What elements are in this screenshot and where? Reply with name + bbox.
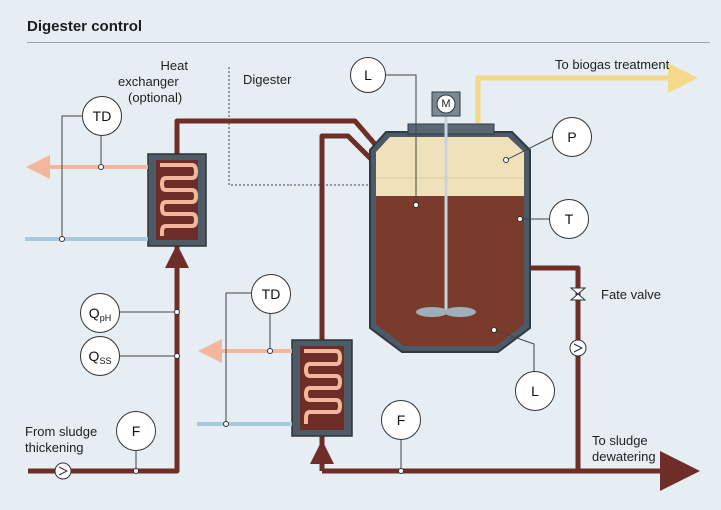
- level-instrument-bottom: L: [515, 371, 555, 411]
- title-divider: [27, 42, 710, 43]
- pump-right-icon: [569, 339, 587, 357]
- td-instrument-top: TD: [82, 96, 122, 136]
- qss-main: Q: [88, 348, 100, 364]
- tap-points: [59, 157, 523, 474]
- flow-instrument-left: F: [116, 411, 156, 451]
- fate-valve-label: Fate valve: [601, 287, 661, 302]
- level-bottom-label: L: [531, 383, 539, 399]
- level-top-label: L: [364, 67, 372, 83]
- recirc-up-pipe: [319, 133, 374, 340]
- pressure-label: P: [567, 129, 577, 145]
- qph-sub: pH: [99, 313, 112, 323]
- motor-label: M: [441, 98, 451, 110]
- temperature-label: T: [564, 211, 574, 227]
- to-biogas-label: To biogas treatment: [555, 57, 670, 72]
- digester-vessel: [369, 115, 531, 353]
- hx-to-digester-pipe: [174, 118, 382, 156]
- to-dewatering-label-line1: To sludge: [592, 433, 648, 448]
- heat-exchanger-label-line2: exchanger: [118, 74, 179, 89]
- heat-exchanger-label: Heat: [143, 58, 188, 74]
- instrument-connectors: [61, 67, 553, 471]
- pressure-instrument: P: [552, 117, 592, 157]
- feed-pipe: [28, 246, 180, 474]
- heat-exchanger-bottom: [291, 339, 353, 437]
- flow-left-label: F: [131, 423, 141, 439]
- from-sludge-label-line2: thickening: [25, 440, 84, 455]
- td-top-label: TD: [92, 108, 112, 124]
- motor-icon: [431, 91, 461, 117]
- heat-exchanger-top: [147, 153, 207, 247]
- flow-instrument-bottom: F: [381, 400, 421, 440]
- qph-main: Q: [88, 305, 100, 321]
- heat-exchanger-label-line3: (optional): [128, 90, 183, 105]
- biogas-pipe: [475, 63, 698, 126]
- level-instrument-top: L: [350, 57, 386, 93]
- diagram-title: Digester control: [27, 18, 143, 35]
- from-sludge-label-line1: From sludge: [25, 424, 98, 439]
- heat-exchanger-label-line1: Heat: [160, 58, 188, 73]
- qss-sub: SS: [99, 356, 112, 366]
- temperature-instrument: T: [549, 199, 589, 239]
- td-bottom-label: TD: [261, 286, 281, 302]
- td-instrument-bottom: TD: [251, 274, 291, 314]
- digester-label: Digester: [243, 72, 292, 87]
- fate-valve-icon: [569, 287, 587, 301]
- to-dewatering-label-line2: dewatering: [592, 449, 656, 464]
- flow-bottom-label: F: [396, 412, 406, 428]
- pump-left-icon: [54, 462, 72, 480]
